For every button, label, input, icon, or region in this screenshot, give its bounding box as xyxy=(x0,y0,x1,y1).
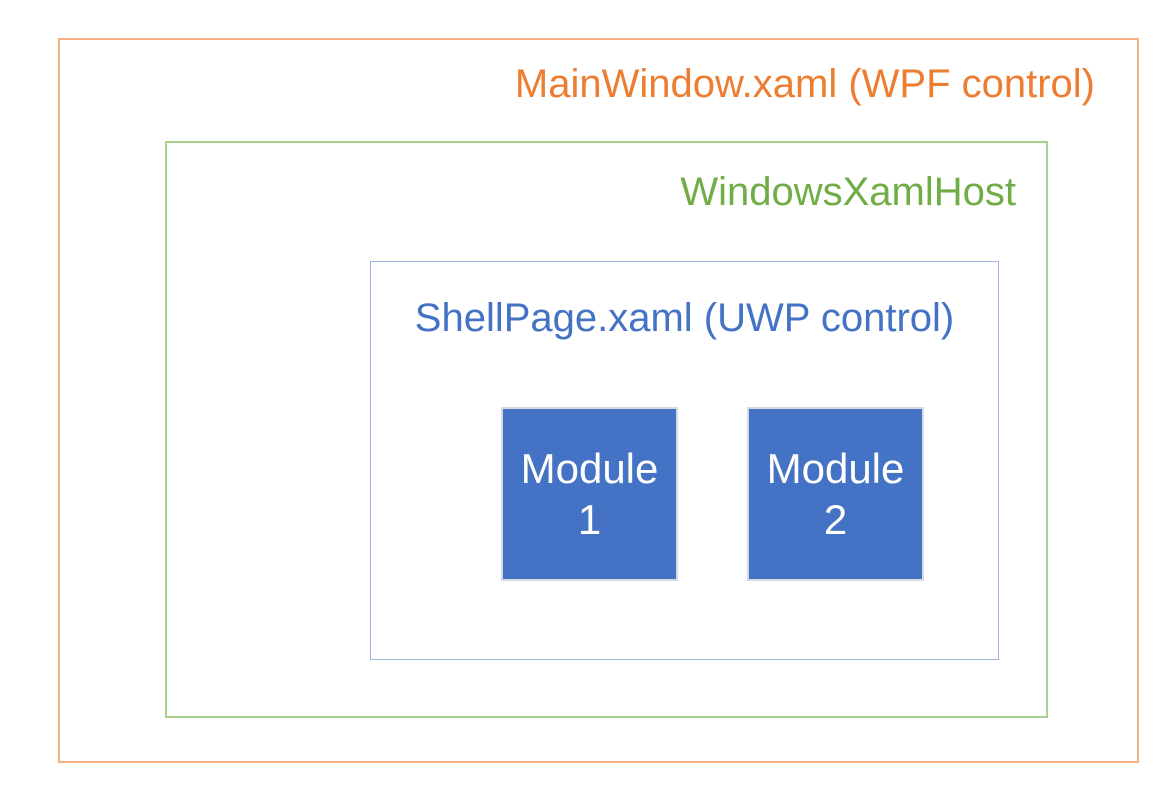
shellpage-uwp-label: ShellPage.xaml (UWP control) xyxy=(414,296,955,340)
module-1-label-line2: 1 xyxy=(577,496,602,543)
module-2-label: Module 2 xyxy=(767,443,905,545)
module-2-label-line1: Module xyxy=(766,444,905,492)
module-1-label: Module 1 xyxy=(521,443,659,545)
mainwindow-wpf-label: MainWindow.xaml (WPF control) xyxy=(514,62,1095,106)
windowsxamlhost-box: WindowsXamlHost ShellPage.xaml (UWP cont… xyxy=(165,141,1048,718)
module-1-box: Module 1 xyxy=(501,407,678,581)
shellpage-uwp-box: ShellPage.xaml (UWP control) Module 1 Mo… xyxy=(370,261,999,660)
mainwindow-wpf-box: MainWindow.xaml (WPF control) WindowsXam… xyxy=(58,38,1139,763)
windowsxamlhost-label: WindowsXamlHost xyxy=(680,170,1016,214)
module-2-box: Module 2 xyxy=(747,407,924,581)
module-2-label-line2: 2 xyxy=(823,496,848,543)
module-1-label-line1: Module xyxy=(520,444,659,492)
